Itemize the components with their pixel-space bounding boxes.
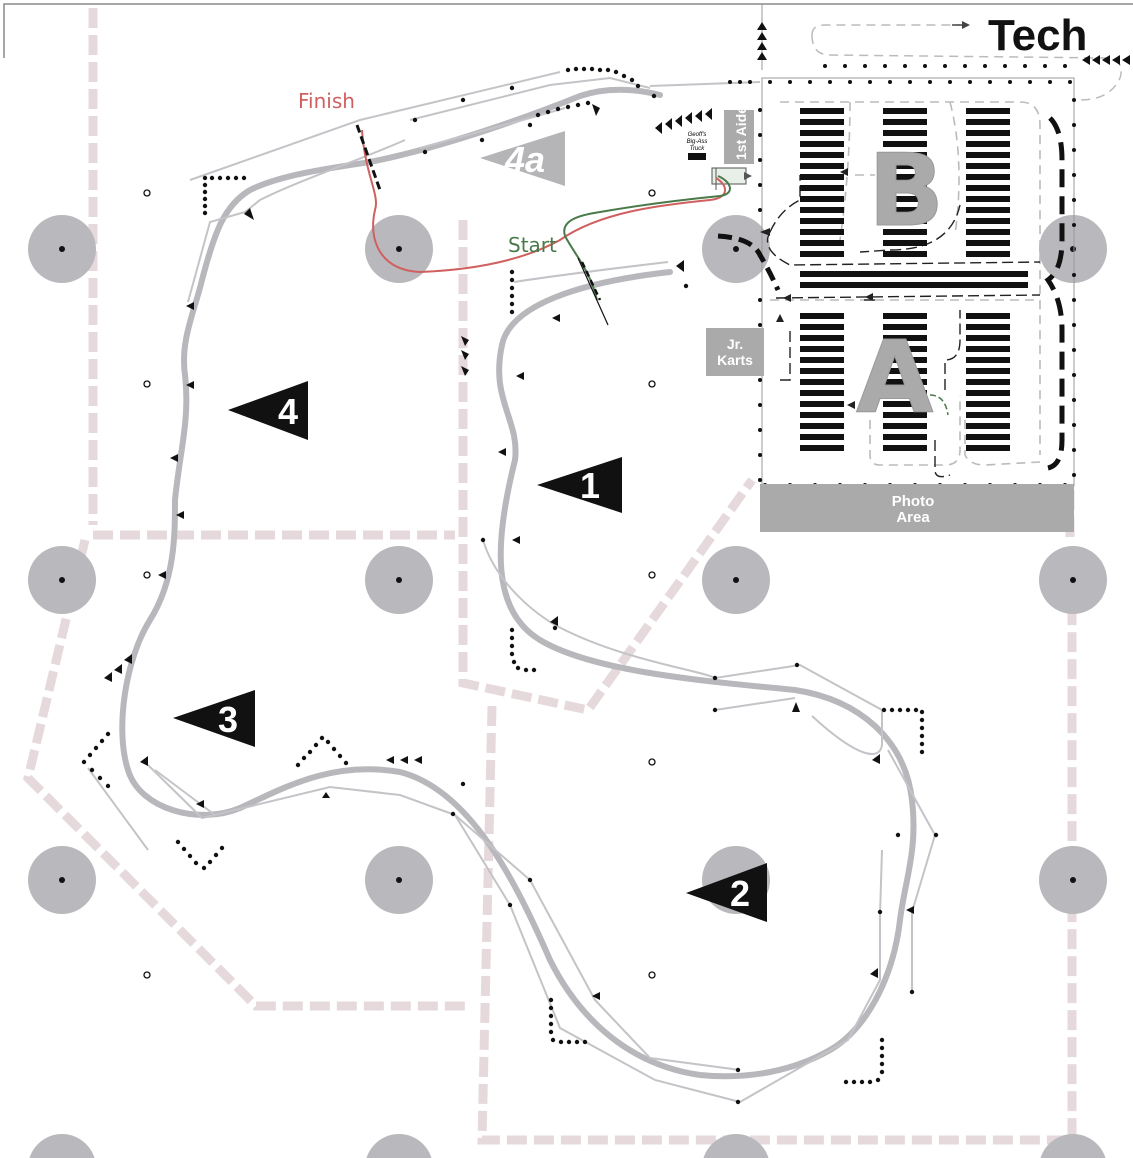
zone-a-label: A bbox=[856, 319, 933, 436]
section-label: 3 bbox=[218, 699, 238, 740]
photo-area bbox=[760, 484, 1074, 532]
section-label: 4a bbox=[504, 139, 545, 180]
jr-karts-area bbox=[706, 328, 764, 376]
grid-lane bbox=[1044, 116, 1065, 471]
finish-label: Finish bbox=[298, 89, 355, 113]
pointer-cones bbox=[104, 104, 914, 1000]
truck bbox=[688, 153, 706, 160]
light-poles bbox=[28, 215, 1107, 1158]
finish-line bbox=[361, 129, 726, 274]
page-frame bbox=[3, 3, 1133, 58]
section-label: 1 bbox=[580, 465, 600, 506]
section-marker-2: 2 bbox=[686, 863, 767, 922]
section-marker-3: 3 bbox=[173, 690, 255, 747]
course-line bbox=[119, 86, 917, 1080]
first-aid-station bbox=[724, 110, 754, 164]
jr-karts-label: Karts bbox=[717, 352, 753, 368]
section-marker-4a: 4a bbox=[480, 131, 565, 186]
jr-karts-label: Jr. bbox=[727, 336, 743, 352]
paddock-dash-loop bbox=[811, 24, 960, 36]
start-label: Start bbox=[508, 233, 557, 257]
section-marker-1: 1 bbox=[537, 457, 622, 513]
section-label: 4 bbox=[278, 391, 298, 432]
photo-area-label: Photo bbox=[892, 493, 935, 510]
zone-b-label: B bbox=[868, 132, 944, 249]
section-marker-4: 4 bbox=[228, 381, 308, 440]
tech-label: Tech bbox=[988, 11, 1087, 60]
truck-label: Geoff's bbox=[688, 132, 707, 138]
course-edge-lines bbox=[87, 71, 937, 1103]
first-aid-label: 1st Aide bbox=[733, 106, 749, 160]
photo-area-label: Area bbox=[896, 509, 930, 526]
truck-label: Truck bbox=[690, 146, 706, 152]
tech-arrows bbox=[757, 22, 1130, 65]
start-line bbox=[563, 175, 731, 301]
section-label: 2 bbox=[730, 873, 750, 914]
reference-markers bbox=[143, 189, 656, 979]
timing-booth bbox=[711, 167, 747, 185]
staging-lane bbox=[717, 233, 781, 292]
cones bbox=[81, 66, 939, 1105]
paddock-area: B A Tech Photo Area Jr. Karts 1st Aide G… bbox=[687, 11, 1130, 532]
truck-label: Big-Ass bbox=[687, 139, 708, 145]
paddock-stalls bbox=[800, 108, 1028, 451]
